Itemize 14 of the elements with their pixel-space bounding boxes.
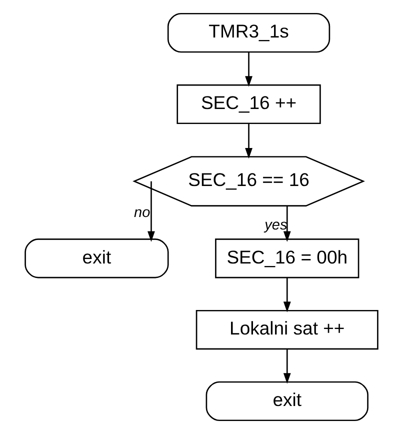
arrow [283, 349, 291, 384]
node-box: Lokalni sat ++ [196, 310, 378, 350]
node-box: SEC_16 ++ [176, 84, 321, 124]
edge-label: no [134, 204, 150, 221]
edge-label: yes [264, 217, 288, 234]
node-box: exit [24, 238, 169, 278]
arrow [245, 124, 252, 159]
arrow [245, 52, 252, 87]
node-box: SEC_16 = 00h [215, 238, 360, 278]
arrow [283, 206, 291, 242]
node-box: TMR3_1s [167, 12, 330, 53]
arrow [283, 278, 291, 312]
node-box: exit [206, 381, 368, 422]
arrow [148, 181, 155, 242]
